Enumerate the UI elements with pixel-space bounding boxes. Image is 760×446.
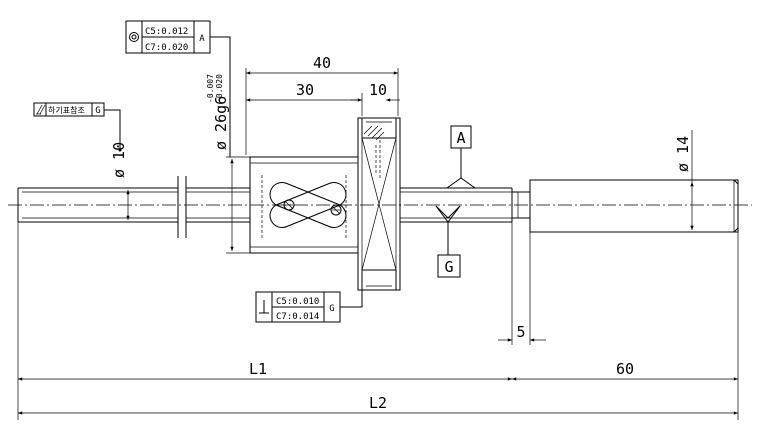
shaft-journal-end — [529, 179, 739, 233]
nut-flange — [357, 117, 401, 291]
runout-datum: G — [95, 106, 100, 116]
runout-note: 하기표참조 — [48, 105, 85, 115]
perpendicularity-icon — [259, 300, 269, 314]
datum-g-label: G — [444, 258, 453, 276]
perpendicularity-c7: C7:0.014 — [276, 312, 319, 322]
dim-40-label: 40 — [313, 54, 331, 72]
dim-40: 40 — [245, 54, 399, 155]
dim-10: 10 — [350, 81, 400, 102]
screw-shaft — [17, 176, 530, 238]
datum-a-label: A — [456, 129, 465, 147]
perpendicularity-datum: G — [329, 304, 334, 314]
total-runout-icon — [36, 104, 46, 115]
dim-5: 5 — [498, 222, 546, 345]
dim-10-label: 10 — [369, 81, 387, 99]
dim-phi10: ø 10 — [110, 142, 130, 220]
dim-L1: L1 — [17, 222, 739, 420]
datum-v-symbol — [435, 177, 476, 223]
perpendicularity-c5: C5:0.010 — [276, 297, 319, 307]
concentricity-c5: C5:0.012 — [145, 27, 188, 37]
concentricity-icon — [129, 32, 139, 42]
dim-L2-label: L2 — [369, 394, 387, 412]
dim-L1-label: L1 — [249, 360, 267, 378]
perpendicularity-frame: C5:0.010 C7:0.014 G — [255, 290, 363, 323]
dim-5-label: 5 — [516, 323, 525, 341]
dim-30-label: 30 — [296, 81, 314, 99]
dim-phi14: ø 14 — [674, 130, 694, 230]
dim-60: 60 — [511, 360, 739, 381]
datum-g: G — [437, 222, 461, 278]
dim-phi26-tol-lower: -0.020 — [215, 74, 224, 103]
dim-phi26: ø 26g6 -0.007 -0.020 — [206, 74, 250, 254]
concentricity-frame: C5:0.012 C7:0.020 A — [125, 20, 231, 157]
dim-phi26-label: ø 26g6 — [212, 96, 230, 150]
dim-phi26-tol-upper: -0.007 — [206, 74, 215, 103]
dim-L2: L2 — [18, 394, 739, 415]
runout-frame: 하기표참조 G — [33, 102, 122, 152]
dim-60-label: 60 — [616, 360, 634, 378]
datum-a: A — [450, 125, 472, 178]
concentricity-datum: A — [199, 34, 205, 44]
dim-phi14-label: ø 14 — [674, 136, 692, 172]
dim-phi10-label: ø 10 — [110, 142, 128, 178]
concentricity-c7: C7:0.020 — [145, 43, 188, 53]
dim-30: 30 — [246, 81, 363, 116]
